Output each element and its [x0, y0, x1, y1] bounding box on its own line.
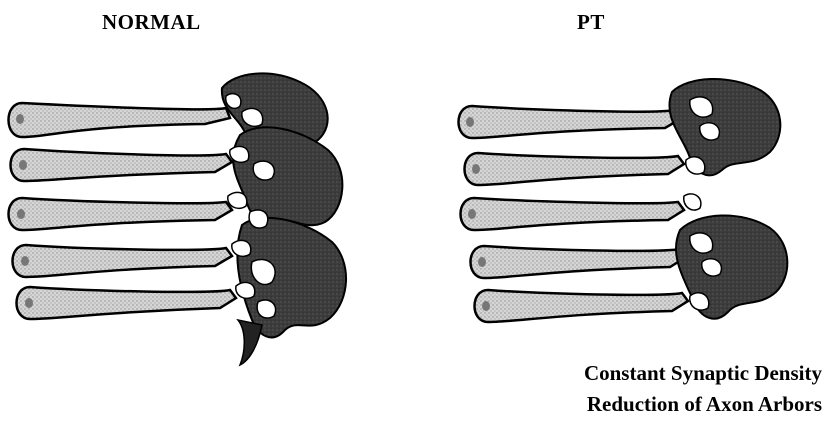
dendrite: [13, 245, 233, 277]
axon-arbor: [233, 127, 342, 225]
dendrite: [9, 103, 231, 137]
normal-neurons: [9, 103, 237, 319]
dendrite: [461, 198, 685, 230]
dendrite: [11, 149, 233, 181]
dendrite: [9, 198, 233, 230]
normal-axon-arbors: [222, 73, 346, 365]
dendrite: [465, 153, 685, 185]
dendrite: [17, 287, 237, 319]
caption-line-1: Constant Synaptic Density: [584, 361, 822, 386]
dendrite: [475, 290, 689, 322]
pt-axon-arbors: [669, 79, 787, 319]
dendrite: [471, 246, 687, 278]
pt-neurons: [459, 106, 689, 322]
dendrite: [459, 106, 683, 138]
caption-line-2: Reduction of Axon Arbors: [587, 392, 822, 417]
